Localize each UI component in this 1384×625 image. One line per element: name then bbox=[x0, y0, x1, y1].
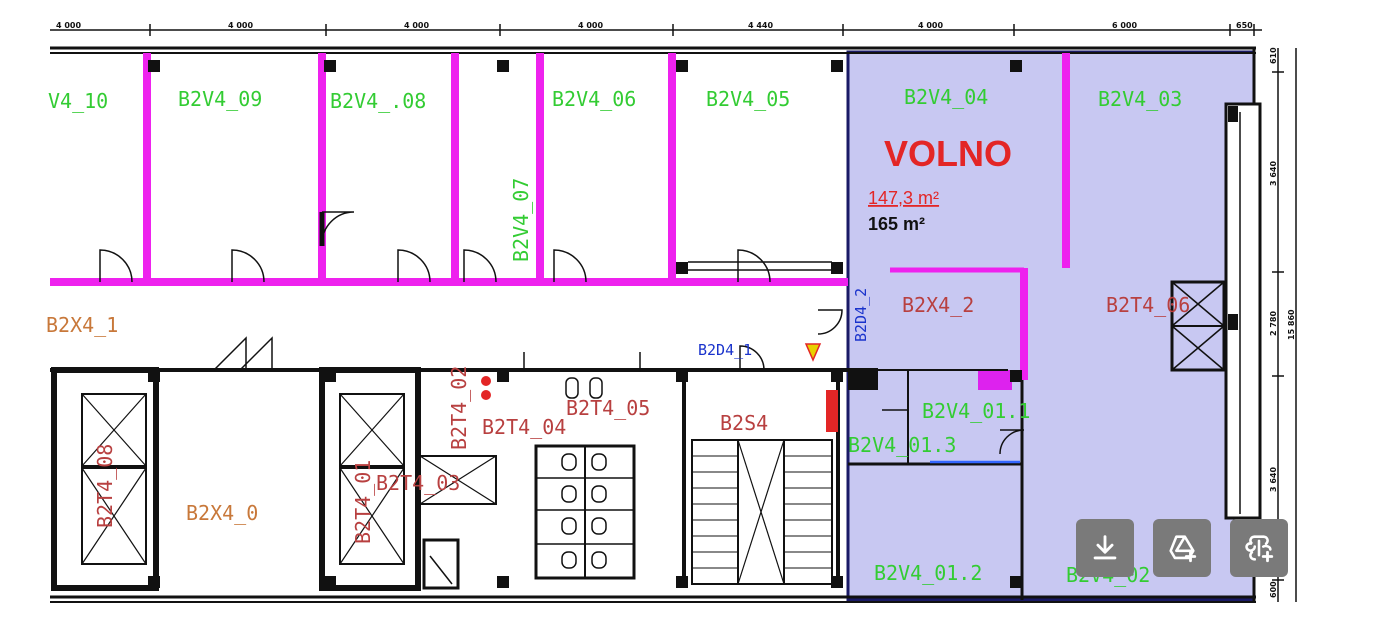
elevator-b2t4-08 bbox=[81, 393, 147, 565]
room-label-b2v4-01-2: B2V4_01.2 bbox=[874, 561, 982, 585]
dim-top-2: 4 000 bbox=[228, 21, 253, 30]
staircase-b2s4 bbox=[691, 343, 838, 585]
dim-right-2: 2 780 bbox=[1269, 311, 1278, 336]
shaft-b2t4-03 bbox=[419, 455, 497, 590]
room-label-b2x4-1: B2X4_1 bbox=[46, 313, 118, 337]
elevator-b2t4-01 bbox=[339, 393, 405, 565]
room-label-b2v4-06: B2V4_06 bbox=[552, 87, 636, 111]
add-shortcut-button[interactable] bbox=[1230, 519, 1288, 577]
availability-annotation: VOLNO 147,3 m² 165 m² bbox=[868, 133, 1012, 234]
area-net: 147,3 m² bbox=[868, 188, 939, 208]
room-label-b2v4-10: V4_10 bbox=[48, 89, 108, 113]
room-label-b2d4-1: B2D4_1 bbox=[698, 341, 752, 359]
room-label-b2v4-04: B2V4_04 bbox=[904, 85, 988, 109]
core-walls bbox=[50, 367, 1024, 600]
room-label-b2x4-2: B2X4_2 bbox=[902, 293, 974, 317]
room-label-b2v4-01-3: B2V4_01.3 bbox=[848, 433, 956, 457]
room-label-b2t4-06: B2T4_06 bbox=[1106, 293, 1190, 317]
add-shortcut-icon bbox=[1245, 535, 1274, 563]
dim-top-1: 4 000 bbox=[56, 21, 81, 30]
status-volno: VOLNO bbox=[884, 133, 1012, 174]
right-dimension-line: 610 3 640 2 780 15 860 3 640 600 bbox=[1269, 47, 1297, 602]
dim-right-total: 15 860 bbox=[1287, 309, 1296, 340]
room-label-b2t4-05: B2T4_05 bbox=[566, 396, 650, 420]
doors-upper bbox=[99, 211, 771, 283]
room-label-b2d4-2: B2D4_2 bbox=[852, 288, 870, 342]
dim-right-1: 3 640 bbox=[1269, 161, 1278, 186]
download-button[interactable] bbox=[1076, 519, 1134, 577]
dim-top-8: 650 bbox=[1236, 21, 1253, 30]
room-label-b2v4-05: B2V4_05 bbox=[706, 87, 790, 111]
area-gross: 165 m² bbox=[868, 214, 925, 234]
room-label-b2t4-01: B2T4_01 bbox=[351, 460, 375, 544]
add-to-drive-button[interactable] bbox=[1153, 519, 1211, 577]
room-label-b2t4-08: B2T4_08 bbox=[93, 444, 117, 528]
room-label-b2t4-02: B2T4_02 bbox=[447, 366, 471, 450]
dim-top-3: 4 000 bbox=[404, 21, 429, 30]
dim-top-6: 4 000 bbox=[918, 21, 943, 30]
room-label-b2v4-01-1: B2V4_01.1 bbox=[922, 399, 1030, 423]
room-label-b2t4-04: B2T4_04 bbox=[482, 415, 566, 439]
room-label-b2v4-09: B2V4_09 bbox=[178, 87, 262, 111]
dim-top-4: 4 000 bbox=[578, 21, 603, 30]
room-label-b2v4-08: B2V4_.08 bbox=[330, 89, 426, 113]
dim-right-top: 610 bbox=[1269, 47, 1278, 64]
top-dimension-line: 4 000 4 000 4 000 4 000 4 440 4 000 6 00… bbox=[50, 21, 1262, 36]
elevator-b2t4-06 bbox=[1170, 280, 1226, 372]
room-label-b2s4: B2S4 bbox=[720, 411, 768, 435]
dim-right-3: 3 640 bbox=[1269, 467, 1278, 492]
right-shaft bbox=[1224, 102, 1262, 520]
toilet-fixtures bbox=[481, 352, 641, 580]
dim-top-7: 6 000 bbox=[1112, 21, 1137, 30]
room-label-b2v4-03: B2V4_03 bbox=[1098, 87, 1182, 111]
dim-top-5: 4 440 bbox=[748, 21, 773, 30]
room-label-b2v4-07: B2V4_07 bbox=[509, 178, 533, 262]
dim-right-bottom: 600 bbox=[1269, 581, 1278, 598]
doors-lower bbox=[213, 309, 1025, 455]
add-to-drive-icon bbox=[1169, 535, 1197, 563]
room-label-b2x4-0: B2X4_0 bbox=[186, 501, 258, 525]
window-rails bbox=[688, 261, 832, 271]
download-icon bbox=[1093, 535, 1117, 560]
room-label-b2t4-03: B2T4_03 bbox=[376, 471, 460, 495]
